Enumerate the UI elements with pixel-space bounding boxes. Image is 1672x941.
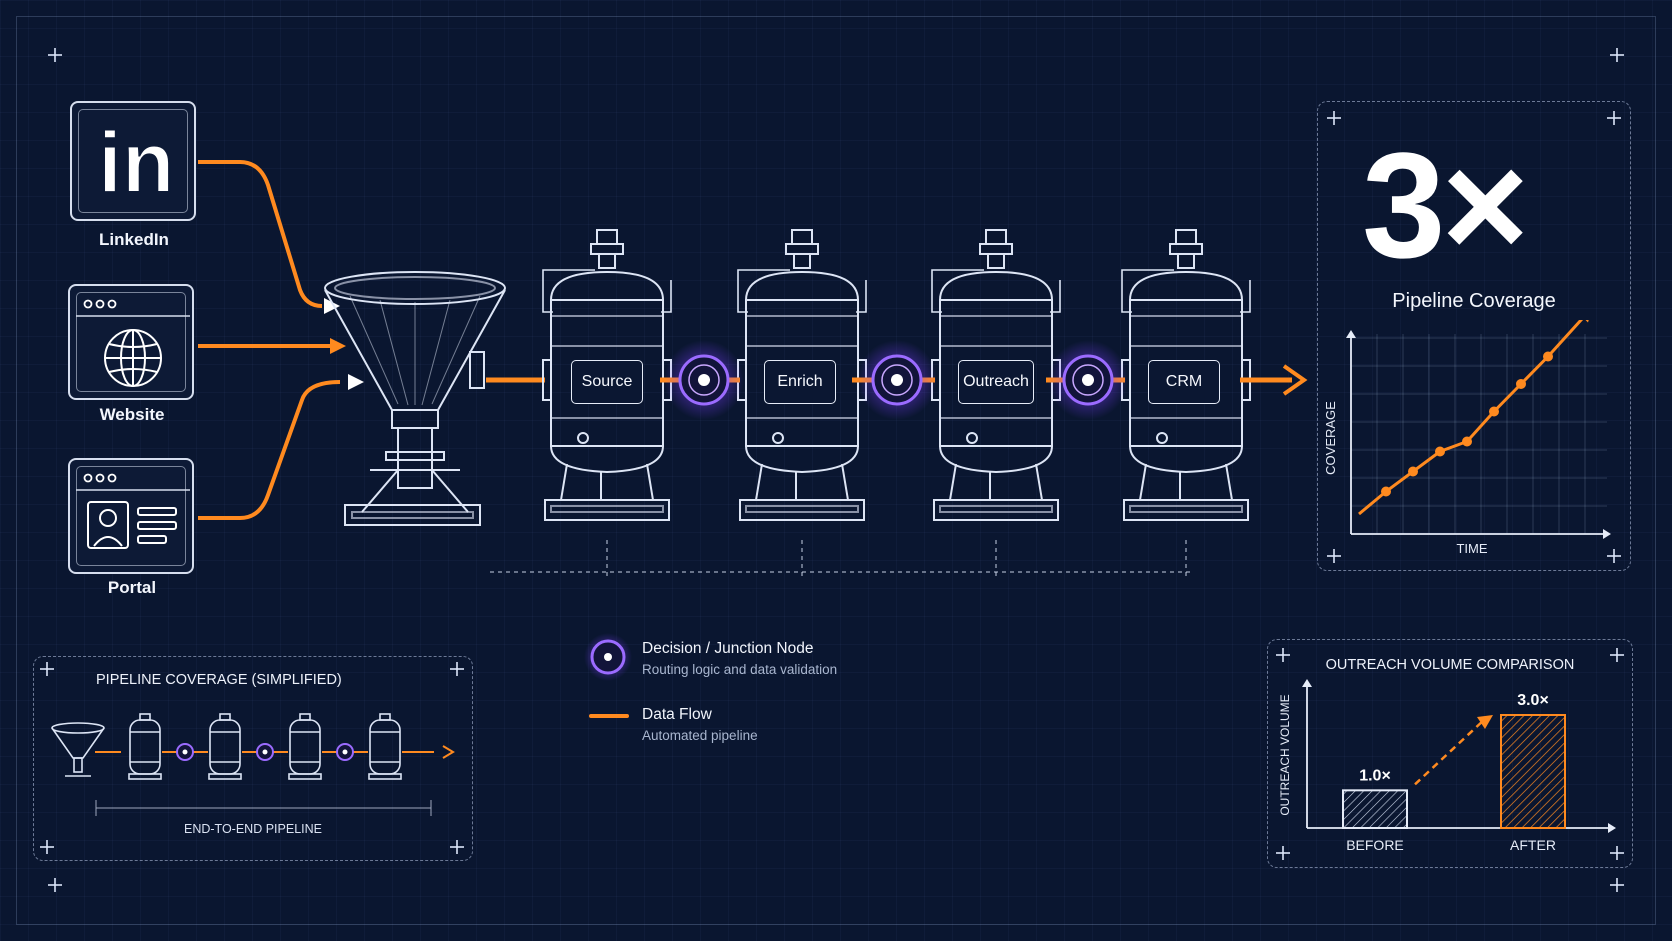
bar-value-label: 1.0× — [1359, 767, 1391, 784]
data-flow-line-icon — [589, 714, 629, 718]
corner-cross — [1327, 111, 1341, 125]
series-arrow-head — [1585, 320, 1589, 323]
coverage-panel — [1317, 101, 1631, 571]
outreach-bar — [1500, 714, 1566, 829]
output-arrow-head — [1282, 364, 1308, 396]
legend-title: Decision / Junction Node — [642, 640, 814, 657]
axis-arrow — [1346, 330, 1356, 338]
source-flow-lines — [198, 160, 341, 520]
simplified-caption: END-TO-END PIPELINE — [184, 822, 322, 836]
source-linkedin-box[interactable]: in — [70, 101, 196, 221]
outreach-bar-chart: 1.0× BEFORE 3.0× AFTER OUTREACH VOLUME — [1278, 679, 1616, 853]
mini-junction-dot — [262, 749, 268, 755]
corner-cross — [1276, 846, 1290, 860]
source-label: Website — [99, 405, 165, 424]
corner-cross — [48, 48, 62, 62]
stage-tank — [737, 229, 867, 521]
coverage-point — [1381, 486, 1391, 497]
stage-outreach[interactable]: Outreach — [958, 360, 1034, 404]
axis-arrow — [1302, 679, 1312, 687]
coverage-line-chart: TIME COVERAGE — [1323, 320, 1611, 556]
stage-tank — [542, 229, 672, 521]
mini-output-arrow — [442, 745, 455, 759]
growth-arrow — [1414, 718, 1486, 786]
legend-subtitle: Automated pipeline — [642, 728, 758, 743]
y-axis-label: COVERAGE — [1323, 401, 1338, 475]
source-website-box[interactable] — [68, 284, 194, 400]
corner-cross — [1327, 549, 1341, 563]
coverage-point — [1489, 406, 1499, 417]
bar-category-label: AFTER — [1510, 837, 1556, 853]
globe-icon — [76, 299, 190, 387]
y-axis-label: OUTREACH VOLUME — [1278, 694, 1292, 815]
axis-arrow — [1608, 823, 1616, 833]
stage-enrich[interactable]: Enrich — [764, 360, 836, 404]
headline-caption: Pipeline Coverage — [1392, 290, 1556, 312]
mini-tank — [208, 713, 242, 780]
corner-cross — [1610, 48, 1624, 62]
stage-source[interactable]: Source — [571, 360, 643, 404]
simplified-title: PIPELINE COVERAGE (SIMPLIFIED) — [96, 672, 342, 688]
mini-junction-dot — [182, 749, 188, 755]
corner-cross — [450, 840, 464, 854]
growth-arrow-head — [1477, 715, 1493, 729]
corner-cross — [1610, 878, 1624, 892]
coverage-series-line — [1358, 320, 1584, 516]
mini-junction-dot — [342, 749, 348, 755]
coverage-point — [1462, 436, 1472, 447]
arrow-head — [324, 298, 340, 314]
mini-tank — [368, 713, 402, 780]
legend-subtitle: Routing logic and data validation — [642, 662, 838, 677]
headline-multiplier: 3× — [1362, 121, 1529, 289]
profile-card-icon — [76, 473, 190, 549]
x-axis-label: TIME — [1456, 541, 1487, 556]
corner-cross — [1276, 648, 1290, 662]
source-label: Portal — [107, 578, 157, 597]
arrow-head — [330, 338, 346, 354]
source-portal-box[interactable] — [68, 458, 194, 574]
arrow-head — [348, 374, 364, 390]
outreach-title: OUTREACH VOLUME COMPARISON — [1325, 657, 1575, 673]
coverage-point — [1516, 379, 1526, 389]
corner-cross — [48, 878, 62, 892]
corner-cross — [1607, 549, 1621, 563]
bar-value-label: 3.0× — [1517, 692, 1549, 709]
corner-cross — [1610, 846, 1624, 860]
mini-tank — [128, 713, 162, 780]
chart-grid — [1350, 334, 1607, 535]
corner-cross — [40, 662, 54, 676]
source-label: LinkedIn — [99, 230, 169, 249]
corner-cross — [40, 840, 54, 854]
outer-frame — [16, 16, 1656, 925]
outreach-bar — [1342, 789, 1408, 830]
outreach-panel — [1267, 639, 1633, 868]
dimension-line — [490, 540, 1190, 580]
mini-tank — [288, 713, 322, 780]
axis-arrow — [1603, 529, 1611, 539]
funnel-hopper — [324, 271, 506, 526]
junction-nodes — [664, 340, 1128, 420]
corner-cross — [450, 662, 464, 676]
corner-cross — [1610, 648, 1624, 662]
stage-crm[interactable]: CRM — [1148, 360, 1220, 404]
simplified-pipeline-panel — [33, 656, 473, 861]
linkedin-icon: in — [97, 115, 175, 211]
mini-pipeline — [51, 713, 455, 816]
coverage-point — [1543, 351, 1553, 362]
stage-tank — [1121, 229, 1251, 521]
corner-cross — [1607, 111, 1621, 125]
legend-title: Data Flow — [642, 706, 712, 723]
coverage-point — [1435, 446, 1445, 457]
coverage-point — [1408, 466, 1418, 477]
bar-category-label: BEFORE — [1346, 837, 1404, 853]
junction-node-icon — [584, 633, 632, 681]
